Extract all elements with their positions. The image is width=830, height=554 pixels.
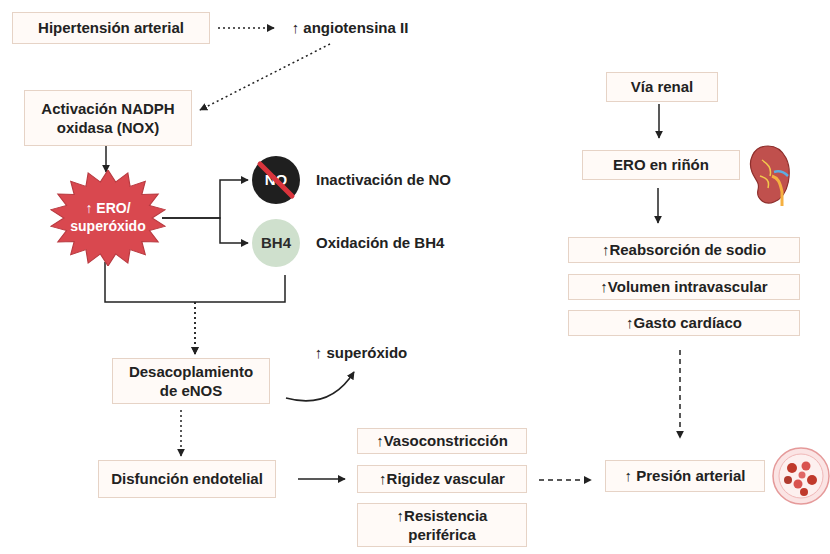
process-box: ↑Reabsorción de sodio bbox=[568, 237, 800, 263]
node-label: ↑Volumen intravascular bbox=[600, 277, 767, 296]
process-box: Hipertensión arterial bbox=[12, 12, 210, 44]
process-box: ↑Resistencia periférica bbox=[357, 503, 527, 547]
red-cell bbox=[799, 472, 806, 479]
connector-arrow bbox=[298, 479, 345, 480]
starburst-node: ↑ ERO/ superóxido bbox=[50, 170, 166, 266]
node-label: Vía renal bbox=[631, 77, 694, 96]
text-node: ↑ superóxido bbox=[306, 340, 416, 366]
process-box: Disfunción endotelial bbox=[98, 460, 276, 498]
kidney-illustration bbox=[751, 146, 790, 206]
connector-line bbox=[162, 218, 248, 243]
connector-arrow bbox=[181, 410, 182, 456]
node-caption: Inactivación de NO bbox=[316, 170, 451, 189]
node-label: BH4 bbox=[261, 233, 291, 252]
red-cell bbox=[807, 475, 817, 485]
ureter bbox=[772, 176, 782, 206]
connector-line bbox=[200, 44, 330, 110]
connector-arrow bbox=[218, 28, 274, 29]
node-label: ↑Rigidez vascular bbox=[379, 469, 505, 488]
red-cell bbox=[800, 488, 808, 496]
process-box: ↑ Presión arterial bbox=[605, 460, 765, 492]
node-label: ↑ Presión arterial bbox=[625, 466, 746, 485]
node-label: ↑Gasto cardíaco bbox=[626, 313, 742, 332]
connector-arrow bbox=[162, 180, 248, 218]
connector-arrow bbox=[539, 480, 591, 481]
vessel-outline bbox=[773, 448, 829, 504]
connector-arrow bbox=[162, 218, 248, 243]
red-cell bbox=[784, 476, 792, 484]
kidney-vessels bbox=[760, 160, 771, 188]
renal-vein bbox=[774, 171, 788, 176]
connector-line bbox=[286, 372, 354, 401]
node-label: Hipertensión arterial bbox=[38, 18, 184, 37]
node-label: ↑ angiotensina II bbox=[292, 18, 409, 37]
node-label: ↑Reabsorción de sodio bbox=[602, 240, 766, 259]
connector-line bbox=[105, 262, 195, 302]
connector-arrow bbox=[195, 275, 285, 354]
connector-line bbox=[194, 302, 196, 354]
connector-line bbox=[657, 188, 659, 223]
connector-arrow bbox=[658, 188, 659, 223]
node-caption: Oxidación de BH4 bbox=[316, 233, 444, 252]
node-label: Desacoplamiento de eNOS bbox=[123, 362, 259, 400]
vessel-lumen bbox=[779, 454, 823, 498]
connector-line bbox=[539, 479, 591, 481]
blood-vessel-illustration bbox=[773, 448, 829, 504]
process-box: Vía renal bbox=[606, 72, 718, 102]
connector-line bbox=[195, 275, 285, 302]
connector-line bbox=[658, 104, 660, 138]
red-cell bbox=[802, 462, 811, 471]
slash-line bbox=[260, 164, 292, 196]
circle-node: BH4Oxidación de BH4 bbox=[252, 219, 300, 267]
process-box: ↑Vasoconstricción bbox=[357, 428, 527, 454]
node-label: ↑ superóxido bbox=[315, 343, 408, 362]
prohibition-slash bbox=[252, 156, 300, 204]
connector-line bbox=[105, 146, 107, 172]
connector-arrow bbox=[106, 146, 107, 172]
process-box: ERO en riñón bbox=[582, 150, 740, 180]
process-box: ↑Rigidez vascular bbox=[357, 465, 527, 493]
red-cell bbox=[794, 480, 803, 489]
node-label: ↑Vasoconstricción bbox=[376, 431, 508, 450]
connector-arrow bbox=[286, 372, 354, 401]
process-box: Desacoplamiento de eNOS bbox=[112, 358, 270, 404]
connector-arrow bbox=[105, 262, 195, 354]
text-node: ↑ angiotensina II bbox=[280, 14, 420, 42]
process-box: ↑Gasto cardíaco bbox=[568, 310, 800, 336]
connector-line bbox=[162, 180, 248, 218]
node-label: ERO en riñón bbox=[613, 155, 709, 174]
connector-line bbox=[218, 27, 274, 29]
red-cell bbox=[787, 463, 797, 473]
connector-line bbox=[180, 410, 182, 456]
connector-arrow bbox=[659, 104, 660, 138]
node-label: Activación NADPH oxidasa (NOX) bbox=[35, 99, 181, 137]
connector-line bbox=[194, 302, 196, 354]
node-label: ↑Resistencia periférica bbox=[368, 506, 516, 544]
circle-node: NOInactivación de NO bbox=[252, 156, 300, 204]
connector-arrow bbox=[680, 350, 681, 438]
node-label: ↑ ERO/ superóxido bbox=[62, 200, 154, 236]
connector-line bbox=[679, 350, 681, 438]
process-box: ↑Volumen intravascular bbox=[568, 274, 800, 300]
process-box: Activación NADPH oxidasa (NOX) bbox=[24, 90, 192, 146]
connector-line bbox=[298, 478, 345, 480]
connector-arrow bbox=[200, 44, 330, 110]
node-label: Disfunción endotelial bbox=[111, 469, 263, 488]
starburst-fill bbox=[51, 170, 165, 266]
